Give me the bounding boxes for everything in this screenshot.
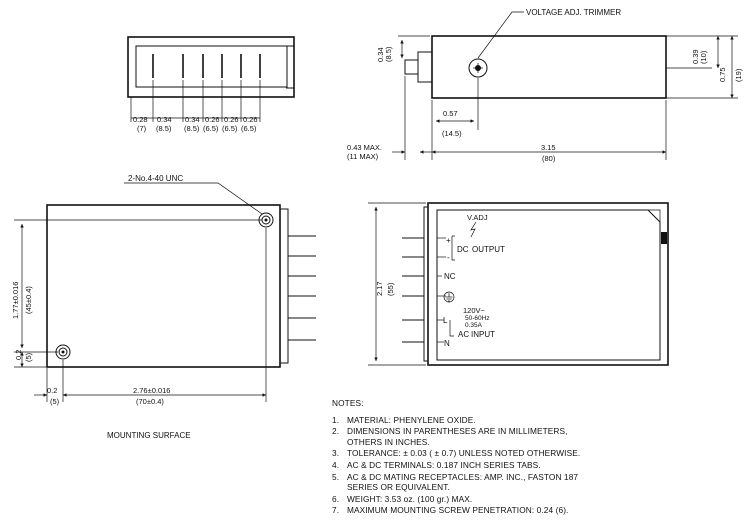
note-text: WEIGHT: 3.53 oz. (100 gr.) MAX. — [347, 493, 473, 504]
label-nc: NC — [444, 272, 456, 281]
note-number: 1. — [332, 414, 340, 425]
pitch-dim-1-mm: (7) — [137, 124, 147, 133]
dim-177-in: 1.77±0.016 — [11, 282, 20, 319]
pitch-dim-4-in: 0.26 — [205, 115, 220, 124]
front-view-key — [661, 232, 667, 244]
label-ac: AC — [458, 330, 469, 339]
side-view-terminal-tab — [404, 59, 419, 75]
note-item: 1. MATERIAL: PHENYLENE OXIDE. — [332, 415, 742, 426]
label-dc: DC — [457, 245, 469, 254]
note-item: 4. AC & DC TERMINALS: 0.187 INCH SERIES … — [332, 460, 742, 471]
front-view-body — [427, 202, 669, 366]
note-text: MAXIMUM MOUNTING SCREW PENETRATION: 0.24… — [347, 505, 569, 516]
dim-034-in: 0.34 — [376, 47, 385, 62]
note-number: 5. — [332, 471, 340, 482]
dim-057-mm: (14.5) — [442, 129, 462, 138]
dim-02h-in: 0.2 — [47, 386, 57, 395]
dim-039-mm: (10) — [699, 50, 708, 64]
thread-leader — [124, 182, 263, 215]
note-text: AC & DC MATING RECEPTACLES: AMP. INC., F… — [347, 471, 579, 493]
dim-02h-mm: (5) — [50, 397, 60, 406]
note-item: 6. WEIGHT: 3.53 oz. (100 gr.) MAX. — [332, 494, 742, 505]
terminal-slots — [152, 54, 261, 78]
front-view: V.ADJ + - DC OUTPUT NC L N 120V~ 50-60Hz… — [368, 202, 669, 366]
pitch-dim-6-in: 0.26 — [243, 115, 258, 124]
side-view-terminal-block — [417, 51, 433, 83]
dim-276-mm: (70±0.4) — [136, 397, 164, 406]
label-input: INPUT — [471, 330, 495, 339]
label-output: OUTPUT — [472, 245, 505, 254]
note-text: AC & DC TERMINALS: 0.187 INCH SERIES TAB… — [347, 459, 541, 470]
front-view-terminals — [402, 237, 424, 343]
dim-075-in: 0.75 — [718, 67, 727, 82]
label-freq: 50-60Hz — [465, 315, 490, 322]
note-item: 7. MAXIMUM MOUNTING SCREW PENETRATION: 0… — [332, 505, 742, 516]
dim-075-mm: (19) — [734, 68, 743, 82]
top-view-recess — [135, 45, 288, 88]
label-voltage: 120V~ — [463, 306, 486, 315]
note-item: 5. AC & DC MATING RECEPTACLES: AMP. INC.… — [332, 472, 742, 493]
note-number: 2. — [332, 426, 340, 437]
label-l: L — [443, 316, 448, 325]
dim-276-in: 2.76±0.016 — [133, 386, 170, 395]
label-vadj: V.ADJ — [467, 213, 488, 222]
dim-177-mm: (45±0.4) — [24, 286, 33, 314]
note-number: 3. — [332, 448, 340, 459]
dim-217-mm: (55) — [386, 282, 395, 296]
pitch-dim-6-mm: (6.5) — [241, 124, 257, 133]
dim-034-mm: (8.5) — [384, 46, 393, 62]
dim-217-in: 2.17 — [375, 281, 384, 296]
trimmer-label: VOLTAGE ADJ. TRIMMER — [526, 8, 621, 17]
dim-039-in: 0.39 — [691, 49, 700, 64]
dim-315-in: 3.15 — [541, 143, 556, 152]
label-plus: + — [446, 236, 451, 245]
pitch-dim-5-mm: (6.5) — [222, 124, 238, 133]
pitch-dim-2-in: 0.34 — [157, 115, 172, 124]
top-view: 0.28 (7) 0.34 (8.5) 0.34 (8.5) 0.26 (6.5… — [127, 36, 295, 133]
note-number: 6. — [332, 493, 340, 504]
note-number: 7. — [332, 505, 340, 516]
note-text: TOLERANCE: ± 0.03 ( ± 0.7) UNLESS NOTED … — [347, 448, 581, 459]
note-text: MATERIAL: PHENYLENE OXIDE. — [347, 414, 476, 425]
ground-icon — [443, 291, 455, 303]
note-number: 4. — [332, 459, 340, 470]
pitch-dim-3-mm: (8.5) — [184, 124, 200, 133]
mount-view-terminals — [288, 235, 316, 341]
pitch-dim-1-in: 0.28 — [133, 115, 148, 124]
dim-02v-mm: (5) — [24, 352, 33, 362]
pitch-dim-5-in: 0.26 — [224, 115, 239, 124]
notes-title: NOTES: — [332, 398, 364, 408]
note-item: 2. DIMENSIONS IN PARENTHESES ARE IN MILL… — [332, 426, 742, 447]
dim-315-mm: (80) — [542, 154, 556, 163]
label-minus: - — [447, 253, 450, 262]
label-current: 0.35A — [465, 322, 483, 329]
mount-view-body — [46, 204, 281, 368]
side-view: VOLTAGE ADJ. TRIMMER 0.34 (8.5) 0.39 (10… — [347, 8, 743, 163]
pitch-dim-2-mm: (8.5) — [156, 124, 172, 133]
trimmer-icon — [468, 58, 488, 78]
notes-section: NOTES: 1. MATERIAL: PHENYLENE OXIDE. 2. … — [332, 398, 742, 517]
thread-label: 2-No.4-40 UNC — [128, 174, 183, 183]
top-view-body — [127, 36, 295, 98]
pitch-dim-3-in: 0.34 — [185, 115, 200, 124]
pitch-dim-4-mm: (6.5) — [203, 124, 219, 133]
note-item: 3. TOLERANCE: ± 0.03 ( ± 0.7) UNLESS NOT… — [332, 448, 742, 459]
mount-caption: MOUNTING SURFACE — [107, 431, 191, 440]
label-n: N — [444, 339, 450, 348]
dim-02v-in: 0.2 — [14, 350, 23, 360]
front-view-label-area — [436, 209, 661, 361]
dim-043-in: 0.43 MAX. — [347, 143, 382, 152]
side-view-body — [431, 35, 667, 99]
trimmer-leader — [477, 11, 524, 59]
dim-043-mm: (11 MAX) — [347, 152, 379, 161]
mount-view: 2-No.4-40 UNC 1.77±0.016 (45±0.4) 0.2 (5… — [11, 174, 316, 440]
dim-057-in: 0.57 — [443, 109, 458, 118]
note-text: DIMENSIONS IN PARENTHESES ARE IN MILLIME… — [347, 426, 568, 447]
